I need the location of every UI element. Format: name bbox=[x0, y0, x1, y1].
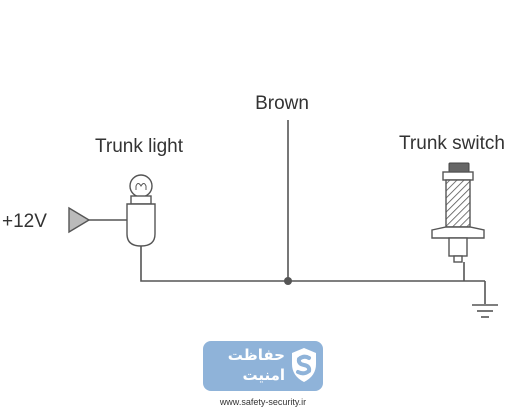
brown-wire-label: Brown bbox=[255, 93, 309, 114]
voltage-label: +12V bbox=[2, 211, 47, 232]
ground-icon bbox=[472, 304, 498, 318]
main-wire bbox=[140, 246, 464, 282]
trunk-light-label: Trunk light bbox=[95, 136, 184, 157]
watermark-website: www.safety-security.ir bbox=[219, 397, 307, 407]
watermark-badge: حفاظت امنیت bbox=[203, 341, 323, 391]
switch-cap bbox=[448, 162, 470, 173]
watermark-line-2: امنیت bbox=[242, 366, 285, 384]
light-bulb-icon bbox=[126, 174, 156, 247]
junction-dot bbox=[284, 277, 292, 285]
watermark-text: حفاظت امنیت bbox=[213, 345, 285, 385]
input-arrow-icon bbox=[68, 206, 91, 234]
wires bbox=[88, 120, 486, 304]
shield-icon bbox=[292, 348, 316, 382]
push-switch-icon bbox=[431, 162, 485, 263]
switch-body bbox=[445, 179, 471, 228]
watermark-line-1: حفاظت bbox=[227, 346, 285, 364]
trunk-switch-label: Trunk switch bbox=[399, 133, 505, 154]
